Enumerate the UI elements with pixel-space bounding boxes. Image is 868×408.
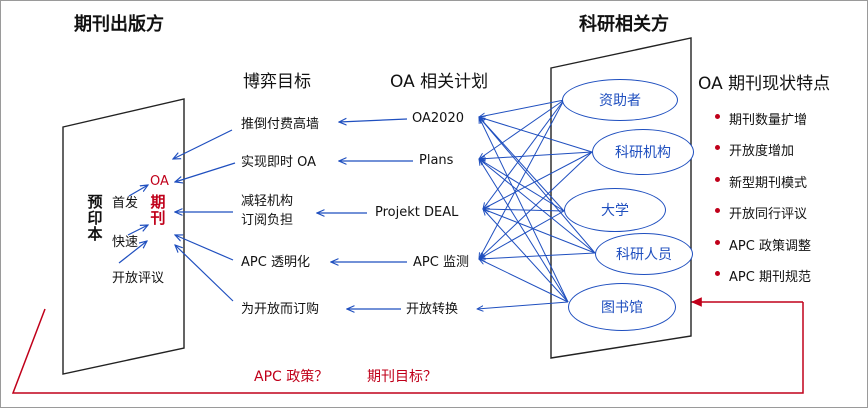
research-title: 科研相关方 — [579, 14, 669, 35]
feature-item: 开放同行评议 — [715, 203, 811, 234]
fast-label: 快速 — [112, 235, 139, 250]
stakeholder-ellipse: 资助者 — [562, 79, 678, 121]
preprint-label: 预印本 — [87, 193, 103, 243]
arrow-first-to-oa — [128, 185, 148, 197]
plan-node: OA2020 — [412, 111, 464, 126]
feature-item: APC 政策调整 — [715, 235, 811, 266]
arrow-review-to-journal — [118, 241, 147, 264]
plan-node: 开放转换 — [406, 302, 459, 317]
arrow-plan1-to-goal1 — [339, 119, 408, 122]
plan-node: Projekt DEAL — [375, 205, 459, 220]
journal-goal-question: 期刊目标？ — [367, 369, 437, 385]
stakeholder-ellipse: 科研机构 — [592, 129, 694, 175]
arrow-goal4-to-pub — [175, 235, 234, 261]
goal-node: 减轻机构 订阅负担 — [241, 194, 294, 228]
feedback-loop-line — [11, 302, 804, 394]
arrow-goal5-to-pub — [175, 245, 234, 302]
apc-policy-question: APC 政策？ — [254, 369, 329, 385]
plan-node: Plans — [419, 153, 454, 168]
publisher-title: 期刊出版方 — [74, 14, 164, 35]
arrow-goal2-to-pub — [175, 162, 236, 182]
arrow-goal1-to-pub — [173, 129, 233, 159]
goal-node: 为开放而订购 — [241, 302, 320, 317]
features-list: 期刊数量扩增 开放度增加 新型期刊模式 开放同行评议 APC 政策调整 APC … — [715, 109, 811, 297]
publisher-panel-shape — [62, 98, 185, 375]
goals-heading: 博弈目标 — [243, 72, 311, 92]
goal-node: 实现即时 OA — [241, 155, 317, 170]
oa-label: OA — [150, 174, 169, 189]
stakeholder-ellipse: 图书馆 — [568, 283, 676, 331]
feature-item: 新型期刊模式 — [715, 172, 811, 203]
stakeholder-ellipse: 大学 — [564, 188, 666, 232]
arrow-fast-to-journal — [127, 225, 148, 236]
first-publish-label: 首发 — [112, 196, 139, 211]
goal-node: APC 透明化 — [241, 255, 310, 270]
stakeholder-plan-network — [477, 99, 596, 309]
feature-item: APC 期刊规范 — [715, 266, 811, 297]
oa-plans-heading: OA 相关计划 — [390, 72, 489, 92]
feature-item: 期刊数量扩增 — [715, 109, 811, 140]
stakeholder-ellipse: 科研人员 — [595, 233, 693, 275]
goal-node: 推倒付费高墙 — [241, 117, 320, 132]
plan-node: APC 监测 — [413, 255, 469, 270]
open-review-label: 开放评议 — [112, 271, 165, 286]
feature-item: 开放度增加 — [715, 140, 811, 171]
features-heading: OA 期刊现状特点 — [698, 74, 831, 94]
journal-label: 期刊 — [150, 193, 166, 227]
